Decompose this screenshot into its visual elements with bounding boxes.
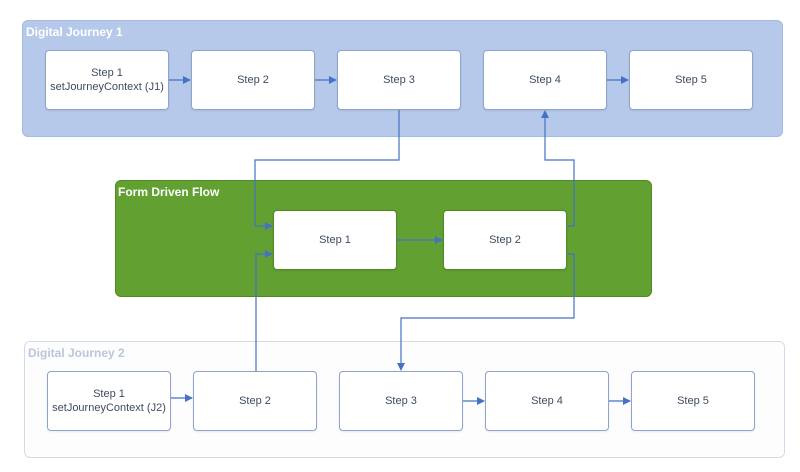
dj1-step-5-box[interactable]: Step 5 <box>629 50 753 110</box>
dj2-step-4-box[interactable]: Step 4 <box>485 371 609 431</box>
dj2-step-1-sublabel: setJourneyContext (J2) <box>52 402 166 414</box>
dj1-step-3-box[interactable]: Step 3 <box>337 50 461 110</box>
dj2-step-2-box[interactable]: Step 2 <box>193 371 317 431</box>
fdf-step-2-box[interactable]: Step 2 <box>443 210 567 270</box>
dj2-step-3-box[interactable]: Step 3 <box>339 371 463 431</box>
fdf-step-2-label: Step 2 <box>489 234 521 246</box>
dj1-step-1-sublabel: setJourneyContext (J1) <box>50 81 164 93</box>
fdf-step-1-box[interactable]: Step 1 <box>273 210 397 270</box>
dj1-step-1-label: Step 1 <box>91 67 123 79</box>
dj1-step-2-box[interactable]: Step 2 <box>191 50 315 110</box>
dj1-step-4-label: Step 4 <box>529 74 561 86</box>
dj1-step-5-label: Step 5 <box>675 74 707 86</box>
dj2-step-2-label: Step 2 <box>239 395 271 407</box>
dj2-step-3-label: Step 3 <box>385 395 417 407</box>
fdf-step-1-label: Step 1 <box>319 234 351 246</box>
dj2-step-1-label: Step 1 <box>93 388 125 400</box>
dj1-step-1-box[interactable]: Step 1 setJourneyContext (J1) <box>45 50 169 110</box>
form-driven-flow-title: Form Driven Flow <box>118 185 220 199</box>
dj2-step-5-label: Step 5 <box>677 395 709 407</box>
digital-journey-1-title: Digital Journey 1 <box>26 25 123 39</box>
dj1-step-3-label: Step 3 <box>383 74 415 86</box>
dj2-step-4-label: Step 4 <box>531 395 563 407</box>
dj1-step-2-label: Step 2 <box>237 74 269 86</box>
dj2-step-1-box[interactable]: Step 1 setJourneyContext (J2) <box>47 371 171 431</box>
dj1-step-4-box[interactable]: Step 4 <box>483 50 607 110</box>
digital-journey-2-title: Digital Journey 2 <box>28 346 125 360</box>
dj2-step-5-box[interactable]: Step 5 <box>631 371 755 431</box>
